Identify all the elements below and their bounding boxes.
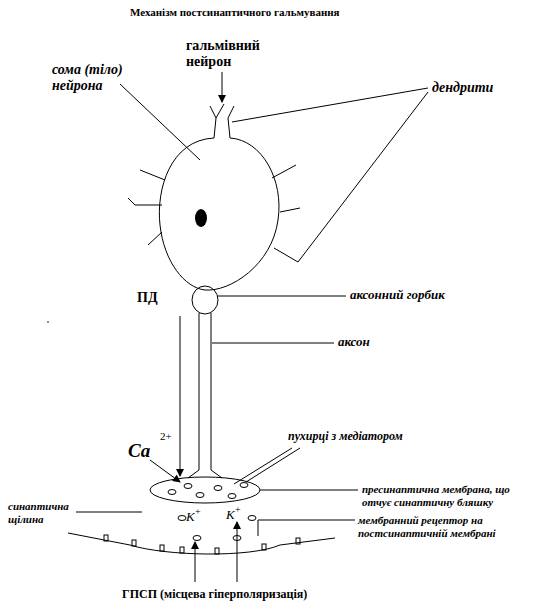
part-label: дендрити — [432, 80, 493, 96]
leader-line — [212, 343, 334, 344]
input-arrow — [222, 72, 223, 102]
axon-hillock — [192, 286, 218, 314]
calcium-arrow — [150, 460, 180, 482]
part-label: синаптична щілина — [8, 500, 78, 525]
postsynaptic-membrane — [68, 533, 335, 554]
membrane-receptor — [296, 538, 300, 544]
leader-line — [246, 448, 300, 482]
leader-line — [298, 92, 428, 262]
dendrite — [128, 165, 300, 262]
leader-line — [260, 490, 358, 491]
part-label: аксонний горбик — [350, 288, 445, 303]
signal-label: ГПСП (місцева гіперполяризація) — [122, 588, 307, 602]
mediator — [193, 536, 201, 541]
leader-line — [234, 448, 292, 484]
soma-outline — [159, 138, 279, 290]
leader-line — [218, 296, 346, 297]
membrane-receptor — [180, 547, 184, 553]
action-potential-arrow — [180, 316, 181, 476]
part-label: пресинаптична мембрана, що отчує синапти… — [362, 483, 538, 508]
vesicle — [184, 484, 192, 489]
membrane-receptor — [132, 540, 136, 546]
nucleus — [195, 209, 207, 227]
vesicle — [168, 490, 176, 495]
part-label: аксон — [338, 335, 370, 350]
ion-label: K — [186, 510, 195, 525]
ion-charge: 2+ — [160, 430, 172, 443]
signal-label: ПД — [137, 290, 158, 306]
dendrite — [210, 104, 234, 138]
leader-line — [258, 520, 355, 536]
ion-label: Ca — [128, 440, 150, 462]
diagram-title: Механізм постсинаптичного гальмування — [130, 6, 340, 18]
membrane-receptor — [104, 535, 108, 541]
part-label: сома (тіло) нейрона — [52, 62, 144, 94]
vesicle — [228, 494, 236, 499]
potassium-arrow — [237, 522, 238, 582]
ion-charge: + — [235, 504, 241, 516]
membrane-receptor — [262, 544, 266, 550]
synaptic-terminal — [150, 477, 260, 503]
leader-line — [76, 512, 142, 513]
part-label: пухирці з медіатором — [288, 430, 403, 444]
vesicle — [240, 483, 248, 488]
vesicle — [196, 493, 204, 498]
ion-charge: + — [195, 506, 201, 518]
membrane-receptor — [160, 545, 164, 551]
stray-dot — [47, 321, 49, 323]
potassium-arrow — [195, 542, 196, 582]
leader-line — [232, 88, 428, 122]
part-label: мембранний рецептор на постсинаптичній м… — [358, 514, 508, 539]
ion-label: K — [226, 508, 235, 523]
mediator — [248, 516, 256, 521]
neuron-label: гальмівний нейрон — [186, 38, 278, 70]
membrane-receptor — [215, 548, 219, 554]
mediator — [178, 516, 186, 521]
leader-line — [120, 84, 200, 160]
axon — [188, 313, 222, 478]
vesicle — [214, 486, 222, 491]
